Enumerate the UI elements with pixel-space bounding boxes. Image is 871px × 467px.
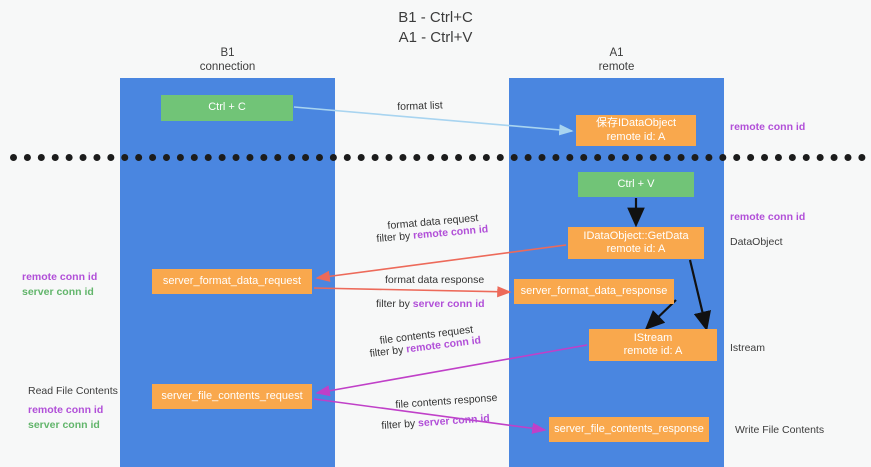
filter-key-server-conn-id: server conn id	[412, 298, 485, 310]
node-save-idataobject-line-1: 保存IDataObject	[595, 117, 677, 129]
edge-label-file-contents-response: file contents response	[395, 391, 498, 411]
page-title: B1 - Ctrl+C A1 - Ctrl+V	[0, 8, 871, 48]
node-idataobject-getdata-line-2: remote id: A	[606, 243, 666, 255]
node-server-format-data-response[interactable]: server_format_data_response	[514, 279, 674, 304]
page-title-line-1: B1 - Ctrl+C	[398, 9, 473, 26]
side-label-istream: Istream	[730, 342, 766, 354]
node-server-file-contents-response[interactable]: server_file_contents_response	[549, 417, 709, 442]
side-label-server-conn-id-left-top: server conn id	[22, 286, 94, 298]
node-save-idataobject-line-2: remote id: A	[606, 130, 666, 143]
lane-header-b1-name: B1	[220, 47, 235, 59]
node-ctrl-v[interactable]: Ctrl + V	[578, 172, 694, 197]
node-server-file-contents-request-label: server_file_contents_request	[161, 389, 303, 402]
filter-prefix: filter by	[376, 229, 414, 245]
edge-label-format-list: format list	[397, 99, 443, 113]
lane-header-a1-sub: remote	[598, 61, 635, 73]
side-label-conn-ids-top: remote conn id server conn id	[22, 269, 97, 299]
node-server-file-contents-response-label: server_file_contents_response	[554, 422, 704, 435]
edge-label-format-data-response-filter: filter by server conn id	[376, 298, 485, 311]
filter-prefix: filter by	[376, 298, 413, 310]
filter-prefix: filter by	[381, 417, 419, 432]
lane-header-a1-name: A1	[609, 47, 624, 59]
side-label-remote-conn-id-left-bottom: remote conn id	[28, 404, 104, 416]
side-label-dataobject: DataObject	[730, 236, 783, 248]
node-istream[interactable]: IStream remote id: A	[589, 329, 717, 361]
edge-format-data-response	[313, 286, 512, 298]
node-idataobject-getdata-line-1: IDataObject::GetData	[583, 229, 689, 242]
edge-label-format-data-response: format data response	[385, 274, 485, 286]
lane-header-b1-sub: connection	[199, 61, 256, 73]
node-istream-line-2: remote id: A	[623, 345, 683, 357]
node-server-format-data-response-label: server_format_data_response	[520, 284, 668, 297]
side-label-write-file-contents: Write File Contents	[735, 424, 825, 436]
side-label-remote-conn-id-left-top: remote conn id	[22, 271, 98, 283]
side-label-remote-conn-id-mid: remote conn id	[730, 211, 806, 223]
node-server-format-data-request-label: server_format_data_request	[162, 274, 302, 287]
side-label-server-conn-id-left-bottom: server conn id	[28, 419, 100, 431]
node-ctrl-c-label: Ctrl + C	[208, 101, 246, 114]
filter-key-server-conn-id: server conn id	[417, 412, 491, 430]
node-server-file-contents-request[interactable]: server_file_contents_request	[152, 384, 312, 409]
page-title-line-2: A1 - Ctrl+V	[398, 29, 473, 46]
side-label-conn-ids-bottom: remote conn id server conn id	[28, 402, 103, 432]
side-label-remote-conn-id-top: remote conn id	[730, 121, 806, 133]
edge-label-file-contents-response-filter: filter by server conn id	[381, 412, 490, 433]
node-ctrl-c[interactable]: Ctrl + C	[161, 95, 293, 121]
node-save-idataobject[interactable]: 保存IDataObject remote id: A	[576, 115, 696, 146]
node-idataobject-getdata[interactable]: IDataObject::GetData remote id: A	[568, 227, 704, 259]
lane-header-a1: A1 remote	[509, 46, 724, 74]
node-ctrl-v-label: Ctrl + V	[617, 177, 655, 190]
phase-divider	[10, 154, 866, 161]
filter-prefix: filter by	[369, 343, 407, 360]
side-label-read-file-contents: Read File Contents	[28, 385, 118, 397]
lane-header-b1: B1 connection	[120, 46, 335, 74]
node-server-format-data-request[interactable]: server_format_data_request	[152, 269, 312, 294]
node-istream-line-1: IStream	[633, 331, 673, 344]
